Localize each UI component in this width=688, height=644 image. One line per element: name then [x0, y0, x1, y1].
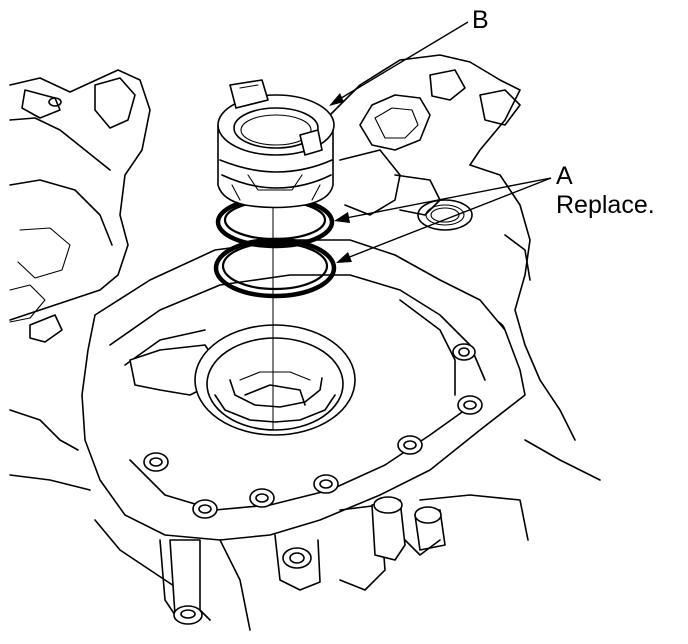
- center-bore: [194, 324, 356, 436]
- callout-a-label: A: [556, 162, 573, 190]
- leader-a-upper: [345, 177, 552, 219]
- leader-a-lower: [346, 177, 552, 259]
- callout-leaders: [329, 21, 552, 263]
- sleeve-part: [217, 79, 335, 209]
- transmission-housing: [9, 54, 601, 631]
- arrowhead-a-upper: [334, 212, 350, 223]
- callout-a-note: Replace.: [556, 191, 655, 219]
- leader-b: [337, 21, 469, 101]
- arrowhead-b: [329, 93, 344, 106]
- arrowhead-a-lower: [336, 252, 352, 263]
- callout-b-label: B: [472, 6, 489, 34]
